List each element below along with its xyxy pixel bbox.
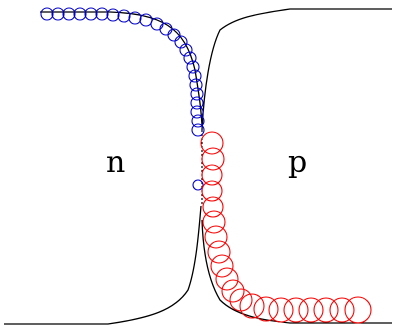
- red-loop: [201, 180, 223, 202]
- red-loop: [202, 196, 224, 218]
- blue-loop: [106, 8, 120, 22]
- red-loop: [207, 240, 231, 264]
- blue-loop: [95, 7, 109, 21]
- red-loop: [329, 297, 355, 323]
- p-region-label: p: [288, 145, 307, 180]
- blue-loop: [179, 43, 193, 57]
- blue-loop: [51, 7, 65, 21]
- blue-loop: [191, 114, 205, 128]
- blue-loop: [174, 35, 188, 49]
- n-lower-boundary-curve: [4, 205, 202, 325]
- blue-loop: [192, 179, 204, 191]
- blue-loop: [190, 105, 204, 119]
- blue-loop: [139, 13, 153, 27]
- red-loop: [313, 297, 339, 323]
- n-side-carrier-loops: [40, 7, 205, 191]
- red-loop: [201, 147, 225, 171]
- p-lower-boundary-curve: [201, 219, 392, 324]
- red-loop: [298, 297, 324, 323]
- p-side-carrier-loops: [200, 131, 372, 324]
- red-loop: [221, 279, 245, 303]
- red-loop: [201, 164, 223, 186]
- blue-loop: [167, 28, 181, 42]
- red-loop: [202, 210, 226, 234]
- blue-loop: [62, 7, 76, 21]
- red-loop: [239, 293, 265, 319]
- n-region-label: n: [106, 145, 125, 180]
- red-loop: [200, 131, 224, 155]
- blue-loop: [84, 7, 98, 21]
- blue-loop: [186, 60, 200, 74]
- blue-loop: [190, 96, 204, 110]
- red-loop: [210, 254, 234, 278]
- blue-loop: [189, 78, 203, 92]
- blue-loop: [191, 123, 205, 137]
- n-upper-boundary-curve: [40, 11, 203, 126]
- blue-loop: [117, 9, 131, 23]
- p-upper-boundary-curve: [201, 8, 392, 131]
- red-loop: [283, 297, 309, 323]
- blue-loop: [73, 7, 87, 21]
- blue-loop: [40, 7, 54, 21]
- blue-loop: [128, 11, 142, 25]
- red-loop: [215, 267, 239, 291]
- blue-loop: [188, 69, 202, 83]
- red-loop: [268, 297, 294, 323]
- red-loop: [204, 225, 228, 249]
- blue-loop: [190, 87, 204, 101]
- blue-loop: [183, 51, 197, 65]
- red-loop: [253, 296, 279, 322]
- red-loop: [344, 296, 372, 324]
